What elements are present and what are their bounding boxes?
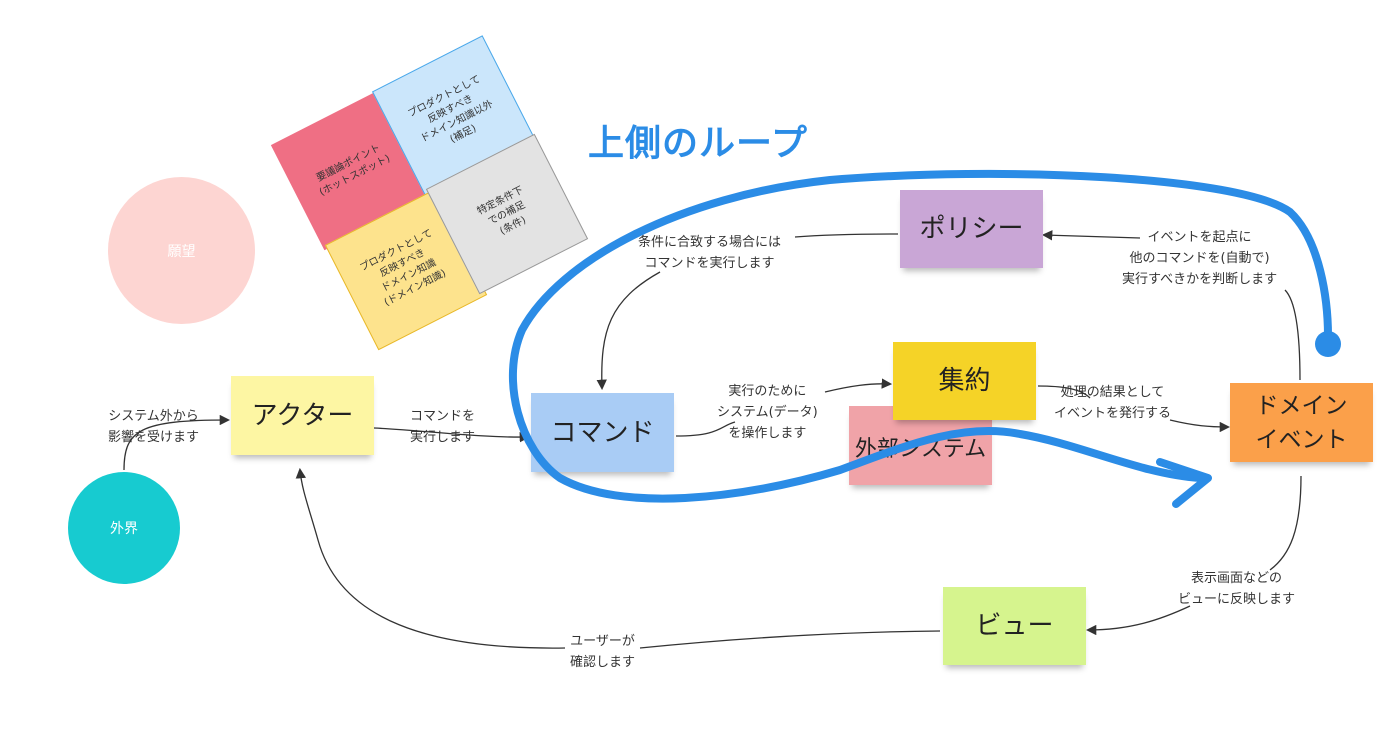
- command-note: コマンド: [531, 393, 674, 472]
- label-actor-command: コマンドを 実行します: [410, 409, 476, 445]
- command-label: コマンド: [550, 417, 655, 448]
- policy-note: ポリシー: [900, 190, 1043, 268]
- aggregate-note: 集約: [893, 342, 1036, 420]
- label-event-view: 表示画面などの ビューに反映します: [1178, 571, 1296, 607]
- edge-view-actor: [300, 470, 941, 649]
- label-event-policy: イベントを起点に 他のコマンドを(自動で) 実行すべきかを判断します: [1122, 230, 1278, 287]
- view-label: ビュー: [975, 611, 1054, 641]
- label-view-actor: ユーザーが 確認します: [570, 634, 636, 670]
- actor-note: アクター: [231, 376, 374, 455]
- wish-circle: 願望: [108, 177, 255, 324]
- edge-outside-actor: [123, 414, 231, 471]
- policy-label: ポリシー: [919, 214, 1024, 244]
- wish-label: 願望: [167, 243, 196, 260]
- label-outside-actor: システム外から 影響を受けます: [108, 409, 200, 445]
- domain-event-note: ドメイン イベント: [1230, 383, 1373, 462]
- view-note: ビュー: [943, 587, 1086, 665]
- label-policy-command: 条件に合致する場合には コマンドを実行します: [638, 235, 782, 271]
- actor-label: アクター: [251, 400, 354, 431]
- outside-label: 外界: [110, 521, 138, 537]
- label-aggregate-event: 処理の結果として イベントを発行する: [1054, 385, 1172, 421]
- loop-title: 上側のループ: [588, 123, 808, 164]
- domain-event-label: ドメイン イベント: [1255, 392, 1348, 453]
- label-command-aggregate: 実行のために システム(データ) を操作します: [717, 384, 818, 441]
- aggregate-label: 集約: [938, 366, 991, 396]
- external-system-label: 外部システム: [854, 436, 987, 462]
- outside-circle: 外界: [68, 472, 180, 584]
